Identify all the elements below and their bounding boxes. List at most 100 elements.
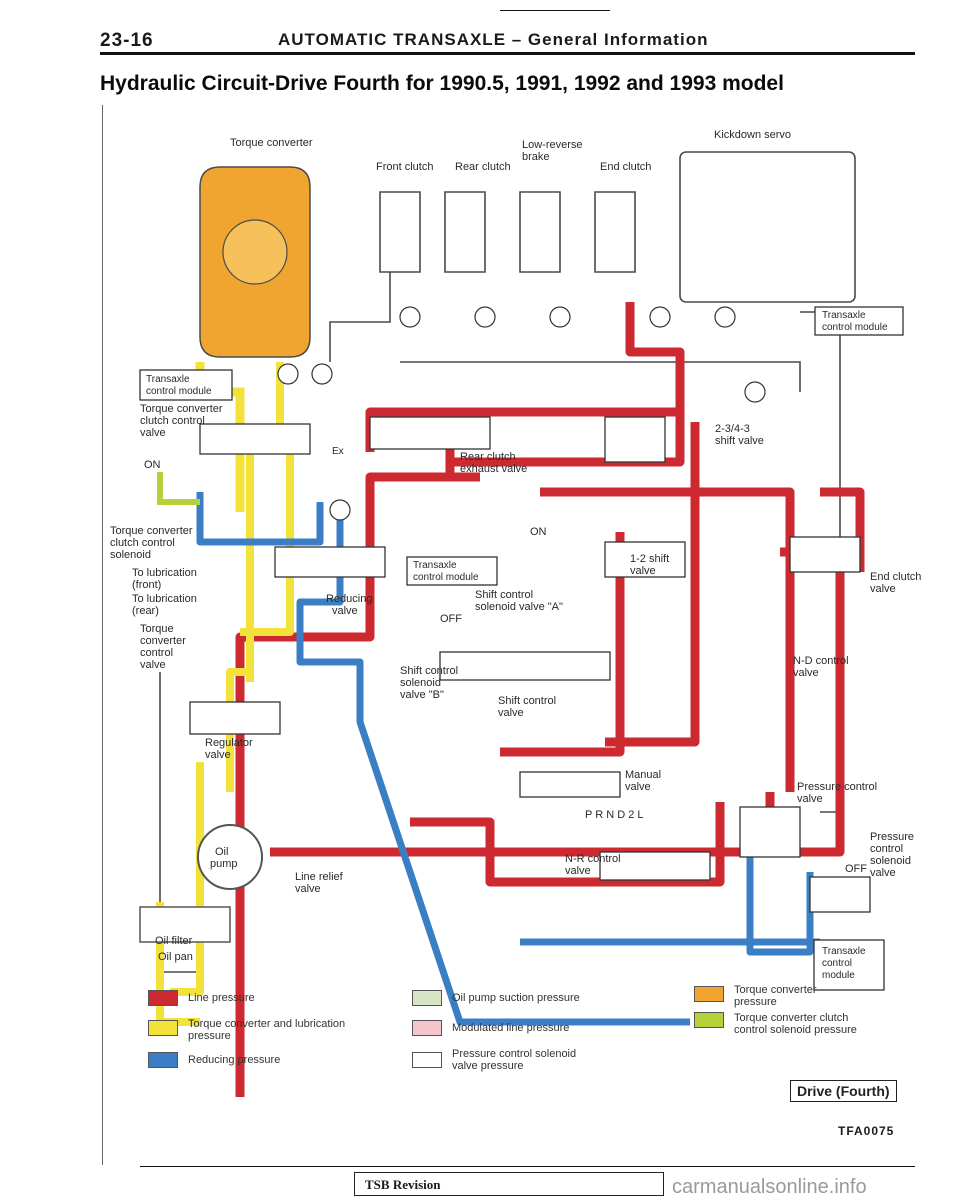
label-end-clutch: End clutch <box>600 161 651 173</box>
label-pc-solenoid-3: solenoid <box>870 855 911 867</box>
oil-pump <box>139 824 263 943</box>
label-lube-front-1: To lubrication <box>132 567 197 579</box>
label-tcm-4c: module <box>822 970 855 981</box>
label-low-reverse-1: Low-reverse <box>522 139 583 151</box>
label-end-clutch-valve-2: valve <box>870 583 896 595</box>
label-nd-control-2: valve <box>793 667 819 679</box>
label-tcm-1b: control module <box>146 386 212 397</box>
label-tcc-solenoid-2: clutch control <box>110 537 175 549</box>
label-line-relief-1: Line relief <box>295 871 344 883</box>
label-tc-control-3: control <box>140 647 173 659</box>
label-low-reverse-2: brake <box>522 151 550 163</box>
label-shift-234-2: shift valve <box>715 435 764 447</box>
label-tcm-3b: control module <box>822 322 888 333</box>
label-tc-control-2: converter <box>140 635 186 647</box>
label-tcm-2a: Transaxle <box>413 560 457 571</box>
label-off-2: OFF <box>845 863 867 875</box>
label-line-relief-2: valve <box>295 883 321 895</box>
page-title: Hydraulic Circuit-Drive Fourth for 1990.… <box>100 72 784 95</box>
legend-swatch-modulated <box>412 1020 442 1036</box>
hydraulic-circuit-diagram: Torque converter Front clutch Rear clutc… <box>110 129 921 1097</box>
label-rear-exhaust-2: exhaust valve <box>460 463 527 475</box>
watermark: carmanualsonline.info <box>672 1176 867 1198</box>
label-oil-pump-1: Oil <box>215 846 228 858</box>
label-tcc-valve-1: Torque converter <box>140 403 223 415</box>
label-oil-pump-2: pump <box>210 858 238 870</box>
label-nr-control-1: N-R control <box>565 853 621 865</box>
label-manual-1: Manual <box>625 769 661 781</box>
label-manual-2: valve <box>625 781 651 793</box>
legend-label-suction: Oil pump suction pressure <box>452 992 580 1004</box>
label-regulator-1: Regulator <box>205 737 253 749</box>
label-reducing-2: valve <box>332 605 358 617</box>
label-off-1: OFF <box>440 613 462 625</box>
label-torque-converter: Torque converter <box>230 137 313 149</box>
legend-swatch-tcc <box>694 1012 724 1028</box>
label-tcc-valve-3: valve <box>140 427 166 439</box>
legend-swatch-line <box>148 990 178 1006</box>
legend-swatch-suction <box>412 990 442 1006</box>
label-rear-clutch: Rear clutch <box>455 161 511 173</box>
tsb-revision-box: TSB Revision <box>354 1172 664 1196</box>
label-tcc-solenoid-3: solenoid <box>110 549 151 561</box>
label-shift-control-2: valve <box>498 707 524 719</box>
label-sol-b-1: Shift control <box>400 665 458 677</box>
gauge-indicators <box>277 306 766 521</box>
drive-fourth-tag: Drive (Fourth) <box>790 1080 897 1102</box>
label-lube-rear-1: To lubrication <box>132 593 197 605</box>
page-number: 23-16 <box>100 30 154 51</box>
valve-bodies <box>189 416 871 913</box>
legend-label-line: Line pressure <box>188 992 255 1004</box>
label-tc-control-4: valve <box>140 659 166 671</box>
label-end-clutch-valve-1: End clutch <box>870 571 921 583</box>
label-tcm-4b: control <box>822 958 852 969</box>
label-on-1: ON <box>144 459 161 471</box>
legend-label-tcc: Torque converter clutch control solenoid… <box>734 1012 857 1036</box>
label-reducing-1: Reducing <box>326 593 372 605</box>
label-pc-solenoid-1: Pressure <box>870 831 914 843</box>
label-ex: Ex <box>332 446 344 457</box>
label-front-clutch: Front clutch <box>376 161 433 173</box>
label-shift-control-1: Shift control <box>498 695 556 707</box>
left-margin-rule <box>102 105 103 1165</box>
legend-label-reducing: Reducing pressure <box>188 1054 281 1066</box>
label-shift-12-1: 1-2 shift <box>630 553 669 565</box>
label-tcm-4a: Transaxle <box>822 946 866 957</box>
label-nr-control-2: valve <box>565 865 591 877</box>
label-sol-a-2: solenoid valve "A" <box>475 601 563 613</box>
label-nd-control-1: N-D control <box>793 655 849 667</box>
label-tcc-solenoid-1: Torque converter <box>110 525 193 537</box>
legend-swatch-lube <box>148 1020 178 1036</box>
legend-label-torque: Torque converter pressure <box>734 984 817 1008</box>
legend-label-lube: Torque converter and lubrication pressur… <box>188 1018 346 1042</box>
label-sol-a-1: Shift control <box>475 589 533 601</box>
diagram-labels: Torque converter Front clutch Rear clutc… <box>110 129 921 981</box>
legend-swatch-pc-solenoid <box>412 1052 442 1068</box>
label-tcm-2b: control module <box>413 572 479 583</box>
header-rule <box>100 52 915 55</box>
label-pc-solenoid-2: control <box>870 843 903 855</box>
label-tcm-1a: Transaxle <box>146 374 190 385</box>
label-tc-control-1: Torque <box>140 623 174 635</box>
legend-label-pc-solenoid: Pressure control solenoid valve pressure <box>452 1048 577 1072</box>
header-top-rule <box>500 10 610 11</box>
label-oil-pan: Oil pan <box>158 951 193 963</box>
figure-id: TFA0075 <box>838 1124 895 1138</box>
tcm-boxes <box>139 306 904 991</box>
label-rear-exhaust-1: Rear clutch <box>460 451 516 463</box>
footer-rule <box>140 1166 915 1167</box>
label-lube-rear-2: (rear) <box>132 605 159 617</box>
legend-swatch-reducing <box>148 1052 178 1068</box>
legend-label-modulated: Modulated line pressure <box>452 1022 570 1034</box>
label-prnd: P R N D 2 L <box>585 809 644 821</box>
label-tcm-3a: Transaxle <box>822 310 866 321</box>
torque-converter <box>195 166 311 512</box>
label-pressure-control-1: Pressure control <box>797 781 877 793</box>
label-shift-12-2: valve <box>630 565 656 577</box>
label-tcc-valve-2: clutch control <box>140 415 205 427</box>
label-kickdown-servo: Kickdown servo <box>714 129 791 141</box>
section-title: AUTOMATIC TRANSAXLE – General Informatio… <box>278 30 709 49</box>
label-pc-solenoid-4: valve <box>870 867 896 879</box>
label-regulator-2: valve <box>205 749 231 761</box>
label-pressure-control-2: valve <box>797 793 823 805</box>
